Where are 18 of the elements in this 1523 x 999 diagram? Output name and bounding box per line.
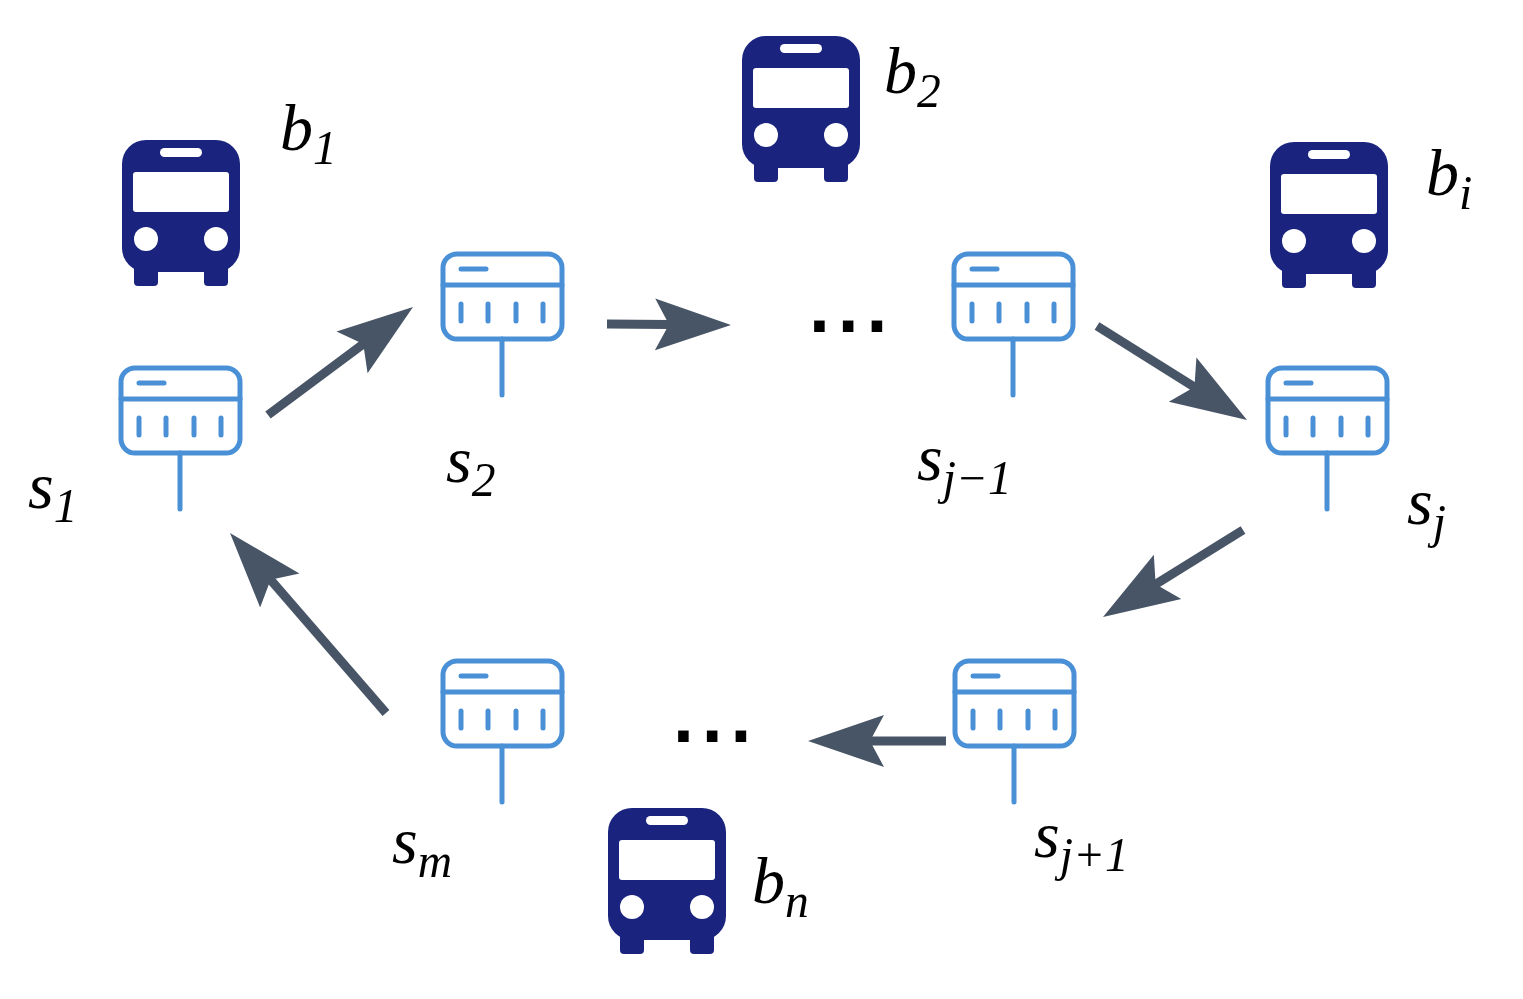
bus-label: b$_{1}$: [280, 95, 337, 173]
stop-label: s$_{j}$: [1407, 469, 1446, 547]
stop-label: s$_{1}$: [28, 453, 78, 531]
ellipsis-text: ...: [808, 281, 895, 341]
arrow: [808, 715, 946, 767]
bus-label: b$_{2}$: [884, 38, 941, 116]
arrow: [230, 533, 390, 716]
arrow: [265, 307, 413, 419]
stop-label: s$_{j−1}$: [917, 425, 1012, 503]
stop-label: s$_{j+1}$: [1034, 802, 1129, 880]
stop-label: s$_{2}$: [446, 427, 496, 505]
stop-label: s$_{m}$: [392, 808, 452, 886]
arrow: [1103, 526, 1246, 617]
arrow: [606, 298, 731, 351]
ellipsis-text: ...: [672, 691, 759, 751]
bus-label: b$_{i}$: [1426, 140, 1473, 218]
arrow: [1094, 322, 1247, 420]
bus-label: b$_{n}$: [752, 848, 809, 926]
